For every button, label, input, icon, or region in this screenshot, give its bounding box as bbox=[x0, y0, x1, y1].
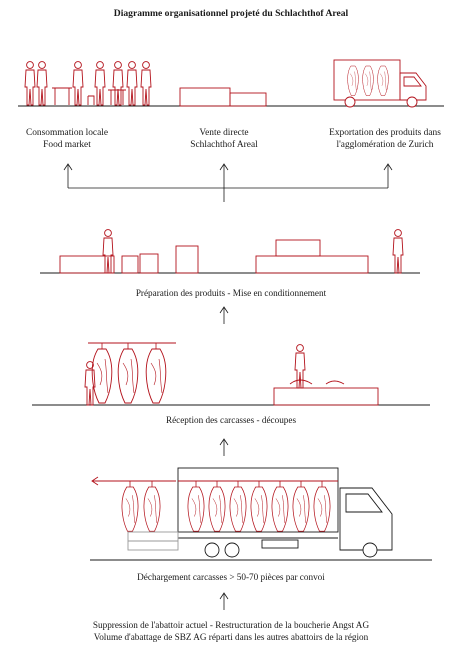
destination-direct-sale: Vente directe Schlachthof Areal bbox=[164, 128, 284, 152]
export-truck bbox=[333, 59, 427, 108]
delivery-truck bbox=[127, 467, 393, 558]
sales-counters bbox=[179, 87, 267, 107]
market-scene bbox=[24, 61, 152, 106]
preparation-tier bbox=[40, 229, 420, 274]
unloading-tier bbox=[90, 467, 432, 561]
destination-local: Consommation locale Food market bbox=[2, 128, 132, 152]
destination-local-line2: Food market bbox=[43, 139, 91, 150]
destination-local-line1: Consommation locale bbox=[25, 128, 109, 138]
destination-export-line2: l'agglomération de Zurich bbox=[336, 139, 434, 150]
diagram-title: Diagramme organisationnel projeté du Sch… bbox=[113, 8, 349, 19]
footer-line1: Suppression de l'abattoir actuel - Restr… bbox=[92, 620, 370, 630]
top-tier bbox=[18, 59, 444, 108]
arrow-up-3 bbox=[219, 438, 229, 456]
destination-direct-line2: Schlachthof Areal bbox=[190, 139, 258, 150]
destination-direct-line1: Vente directe bbox=[199, 128, 249, 138]
destination-export: Exportation des produits dans l'agglomér… bbox=[310, 128, 460, 152]
footer-line2: Volume d'abattage de SBZ AG réparti dans… bbox=[93, 631, 369, 642]
destination-export-line1: Exportation des produits dans bbox=[329, 128, 441, 138]
stage-preparation-label: Préparation des produits - Mise en condi… bbox=[135, 288, 327, 298]
reception-tier bbox=[32, 342, 430, 406]
stage-reception-label: Réception des carcasses - découpes bbox=[165, 415, 297, 425]
distribution-arrows bbox=[63, 163, 393, 202]
stage-unloading-label: Déchargement carcasses > 50-70 pièces pa… bbox=[137, 572, 325, 582]
footer-note: Suppression de l'abattoir actuel - Restr… bbox=[0, 620, 462, 643]
arrow-up-4 bbox=[219, 592, 229, 610]
arrow-up-2 bbox=[219, 306, 229, 324]
